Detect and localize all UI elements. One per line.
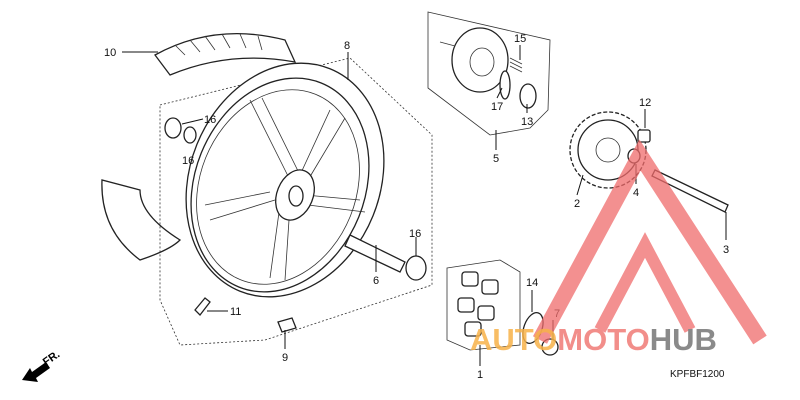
part-code: KPFBF1200 — [670, 369, 725, 380]
callout-8: 8 — [344, 40, 350, 52]
front-direction-arrow: FR. — [22, 348, 62, 382]
balance-weight — [277, 317, 297, 333]
watermark-text: AUTOMOTOHUB — [470, 322, 717, 357]
leader-lines — [122, 45, 727, 366]
nut — [637, 129, 651, 143]
callout-17: 17 — [491, 101, 503, 113]
bearing — [164, 117, 182, 139]
damper-box — [446, 259, 521, 351]
callout-6: 6 — [373, 275, 379, 287]
tire — [154, 33, 297, 76]
callout-2: 2 — [574, 198, 580, 210]
watermark-auto: AUTO — [470, 322, 557, 357]
callout-5: 5 — [493, 153, 499, 165]
wheel-assembly-box — [159, 57, 433, 346]
callout-16: 16 — [204, 114, 216, 126]
bearing — [405, 255, 427, 281]
valve — [194, 297, 211, 316]
callout-12: 12 — [639, 97, 651, 109]
hub-box — [427, 11, 551, 136]
callout-11: 11 — [230, 306, 241, 318]
watermark-moto: MOTO — [557, 322, 649, 357]
callout-16: 16 — [409, 228, 421, 240]
callout-1: 1 — [477, 369, 483, 381]
callout-13: 13 — [521, 116, 533, 128]
callout-4: 4 — [633, 187, 639, 199]
collar — [344, 234, 406, 273]
watermark-hub: HUB — [650, 322, 717, 357]
callout-3: 3 — [723, 244, 729, 256]
watermark-logo — [532, 139, 767, 345]
damper-rubbers — [457, 271, 499, 337]
flange — [439, 27, 537, 109]
wheel — [185, 62, 385, 298]
bearing — [183, 126, 197, 144]
tire-section — [101, 179, 182, 261]
callout-10: 10 — [104, 47, 116, 59]
callout-9: 9 — [282, 352, 288, 364]
callout-16: 16 — [182, 155, 194, 167]
callout-14: 14 — [526, 277, 538, 289]
callout-15: 15 — [514, 33, 526, 45]
